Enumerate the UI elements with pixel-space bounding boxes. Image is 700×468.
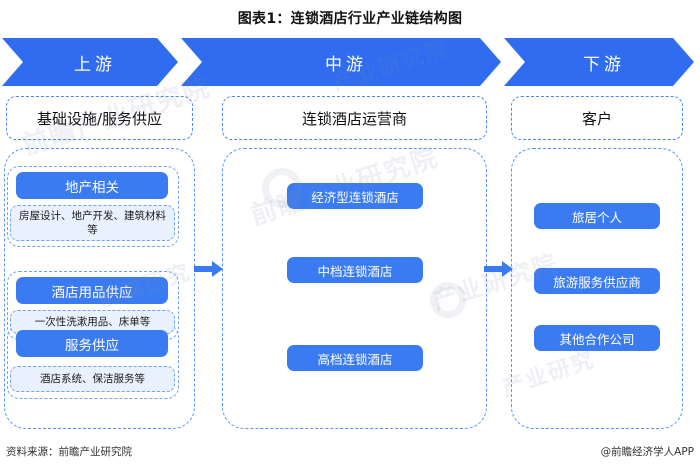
- downstream-item-1[interactable]: 旅居个人: [534, 203, 660, 229]
- upstream-category-3[interactable]: 服务供应: [16, 330, 168, 357]
- upstream-detail-3: 酒店系统、保洁服务等: [10, 366, 175, 392]
- upstream-category-1[interactable]: 地产相关: [16, 172, 168, 199]
- arrow-right-icon: [484, 260, 514, 278]
- column-header-midstream-label: 连锁酒店运营商: [301, 109, 407, 128]
- midstream-item-3[interactable]: 高档连锁酒店: [287, 345, 423, 371]
- column-body-downstream: [511, 148, 683, 429]
- upstream-detail-1: 房屋设计、地产开发、建筑材料等: [10, 205, 175, 241]
- stage-banner-upstream: 上游: [2, 38, 178, 86]
- page-title: 图表1：连锁酒店行业产业链结构图: [237, 11, 463, 27]
- stage-banner-downstream-label: 下游: [583, 54, 625, 75]
- app-credit: @前瞻经济学人APP: [600, 446, 694, 458]
- downstream-item-3[interactable]: 其他合作公司: [534, 325, 660, 351]
- column-body-midstream: [222, 148, 487, 429]
- column-header-upstream: 基础设施/服务供应: [6, 96, 193, 140]
- stage-banner-midstream: 中游: [181, 38, 501, 86]
- column-header-upstream-label: 基础设施/服务供应: [36, 109, 163, 128]
- column-header-downstream-label: 客户: [581, 109, 612, 128]
- midstream-item-1[interactable]: 经济型连锁酒店: [287, 183, 423, 209]
- stage-banner-upstream-label: 上游: [74, 54, 116, 75]
- arrow-right-icon: [194, 260, 224, 278]
- upstream-group-1: [7, 166, 179, 247]
- chain-stage-banner: 上游 中游 下游: [0, 38, 700, 86]
- column-header-downstream: 客户: [511, 96, 683, 140]
- source-note: 资料来源：前瞻产业研究院: [6, 446, 132, 458]
- downstream-item-2[interactable]: 旅游服务供应商: [534, 268, 660, 294]
- column-header-midstream: 连锁酒店运营商: [222, 96, 487, 140]
- stage-banner-downstream: 下游: [504, 38, 694, 86]
- upstream-category-2[interactable]: 酒店用品供应: [16, 277, 168, 304]
- stage-banner-midstream-label: 中游: [325, 54, 367, 75]
- column-body-upstream: [4, 148, 195, 429]
- midstream-item-2[interactable]: 中档连锁酒店: [287, 257, 423, 283]
